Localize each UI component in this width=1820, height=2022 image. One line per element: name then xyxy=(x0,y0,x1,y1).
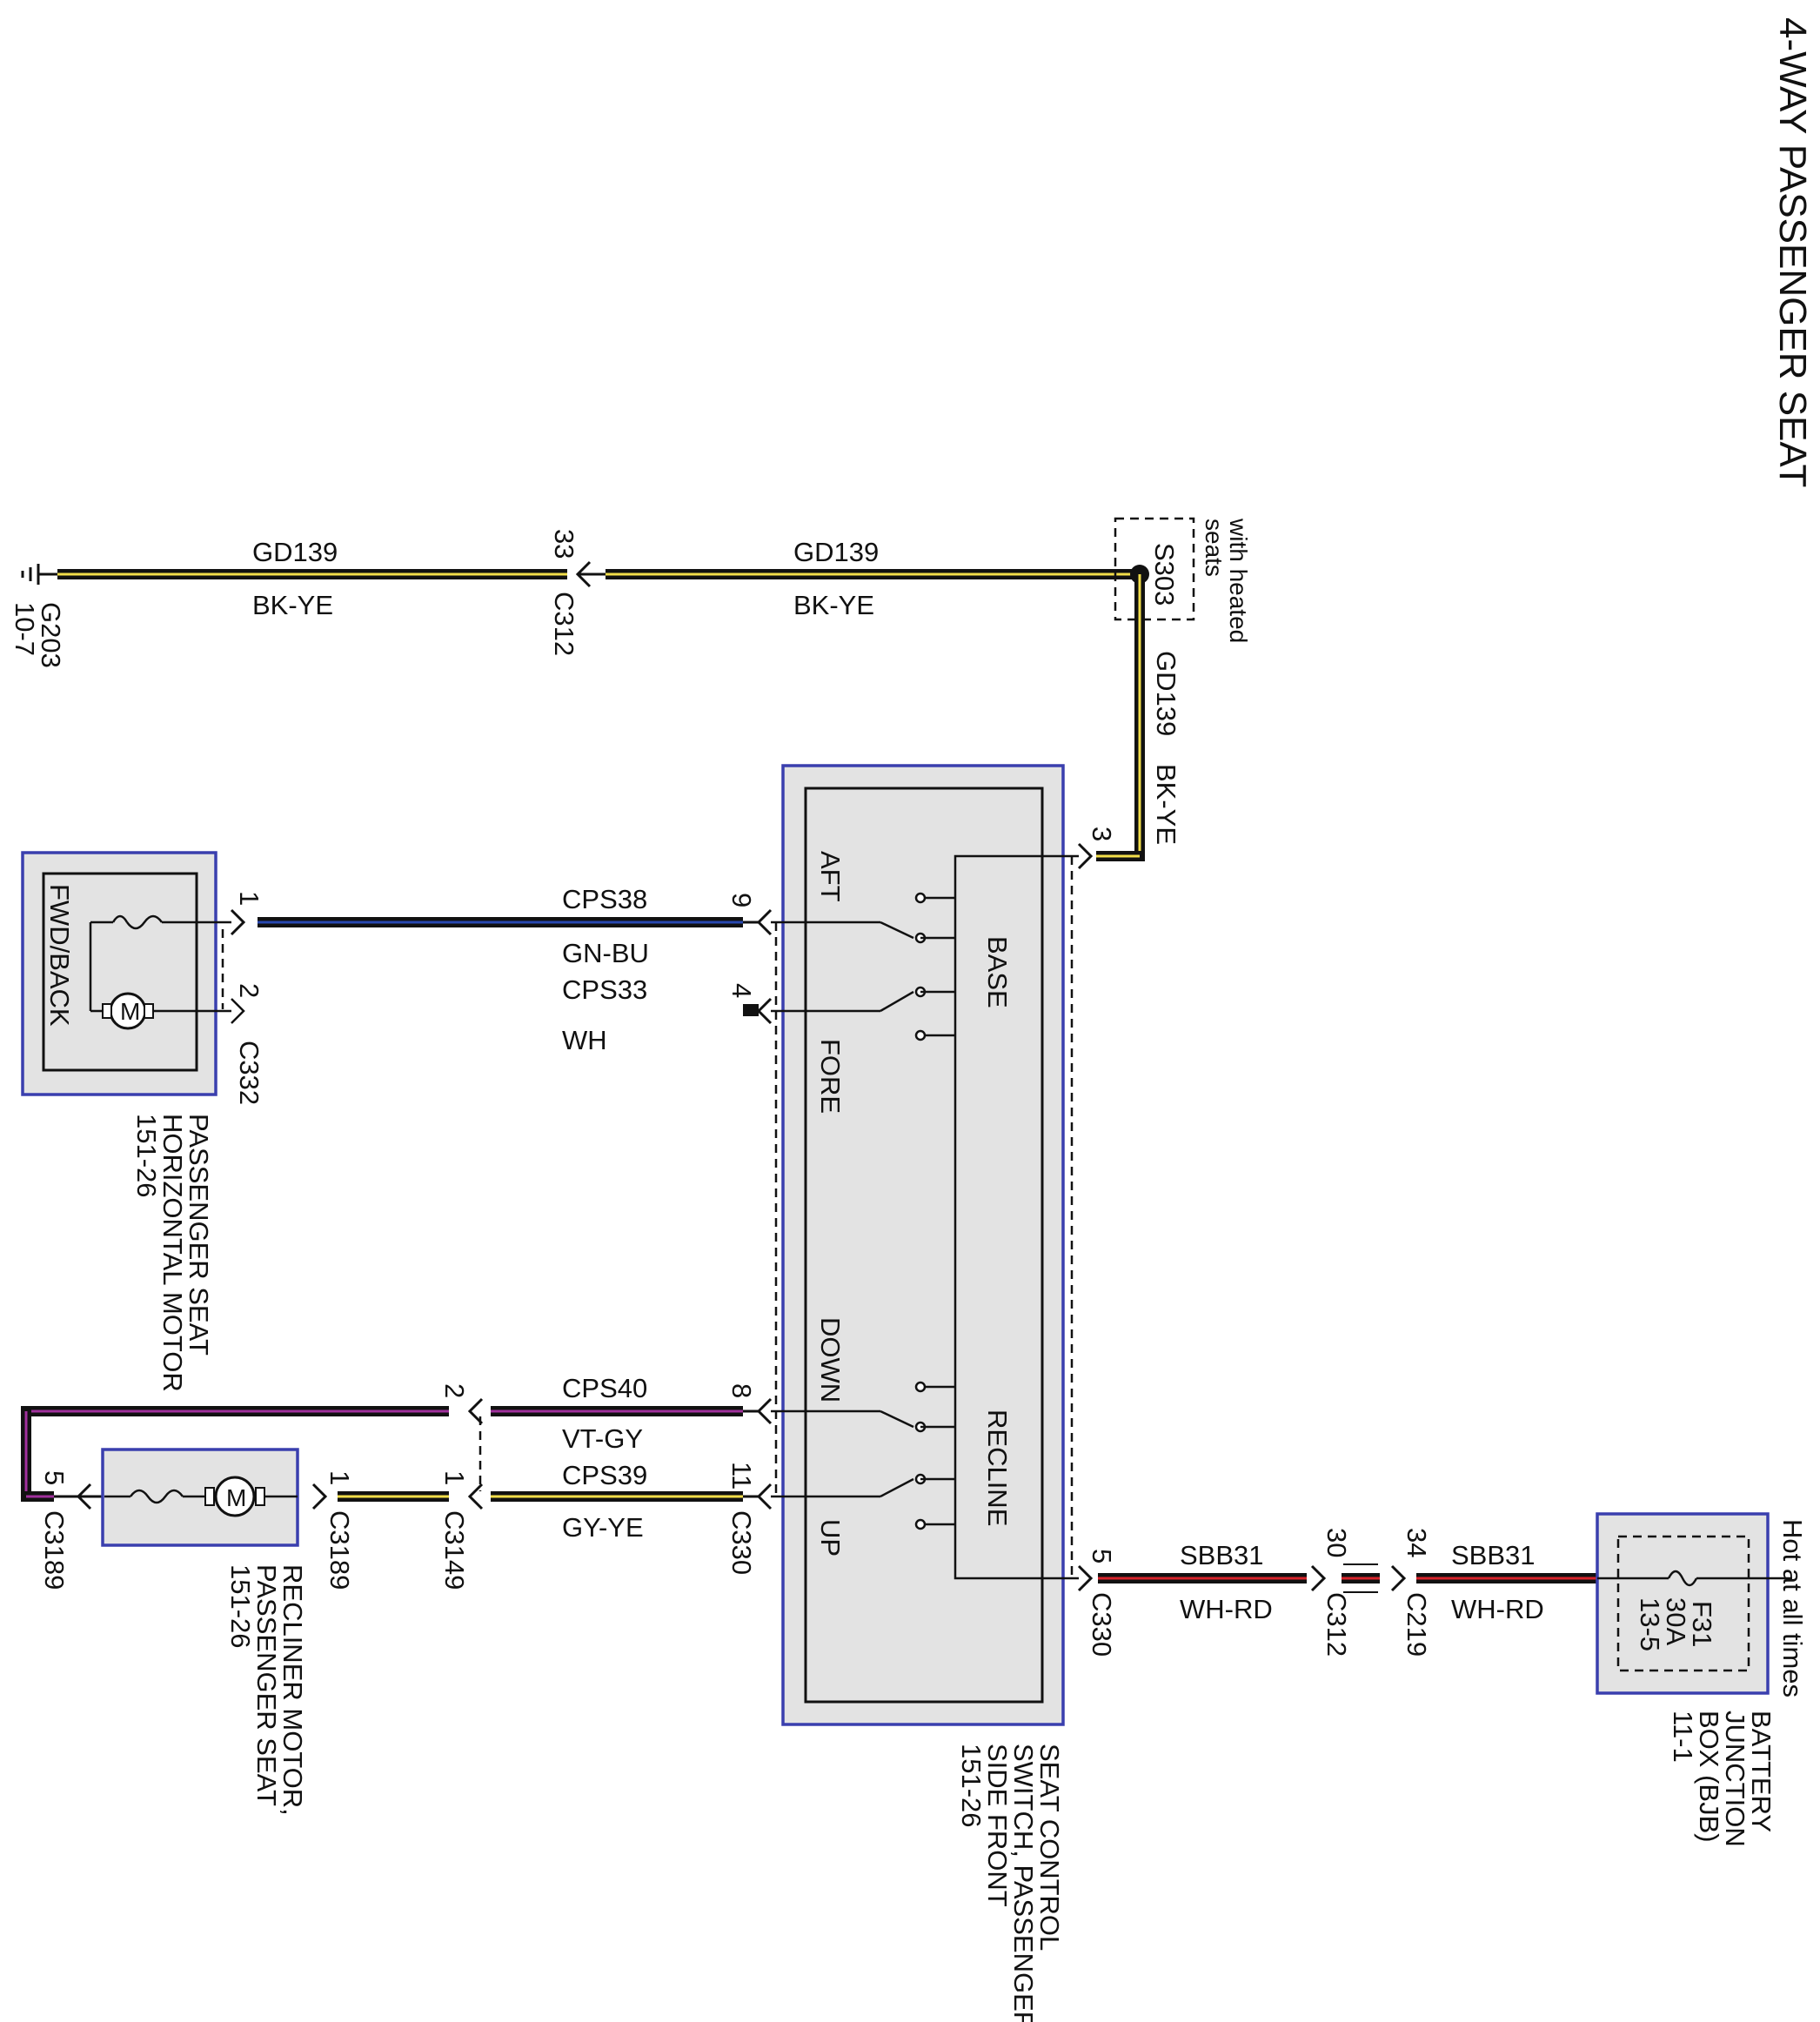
wire-gd139-vertical xyxy=(1077,574,1145,870)
splice-id: S303 xyxy=(1149,543,1180,606)
component-name: RECLINER MOTOR, xyxy=(278,1564,308,1816)
wire-cps33 xyxy=(743,997,773,1025)
switch-position-down: DOWN xyxy=(815,1317,846,1403)
motor-letter: M xyxy=(120,998,140,1025)
connector-id: C330 xyxy=(726,1510,757,1575)
component-name: 151-26 xyxy=(956,1744,987,1828)
connector-id: C219 xyxy=(1402,1592,1432,1657)
fuse-id: F31 xyxy=(1687,1601,1717,1647)
switch-section-recline: RECLINE xyxy=(982,1409,1013,1526)
connector-pin: 2 xyxy=(439,1383,470,1398)
connector-pin: 5 xyxy=(39,1470,70,1485)
horizontal-motor: M FWD/BACK xyxy=(21,851,245,1096)
switch-position-aft: AFT xyxy=(815,851,846,902)
wire-label-circuit: CPS39 xyxy=(562,1460,647,1490)
page-title: 4-WAY PASSENGER SEAT xyxy=(1771,17,1814,487)
wire-label-color: WH-RD xyxy=(1180,1594,1273,1624)
wire-cps40 xyxy=(21,1397,773,1510)
wire-label-circuit: GD139 xyxy=(252,537,338,567)
component-name: SEAT CONTROL xyxy=(1034,1744,1065,1951)
component-name: 151-26 xyxy=(225,1564,256,1649)
component-name: SWITCH, PASSENGER xyxy=(1008,1744,1039,2022)
wire-label-color: BK-YE xyxy=(793,590,874,620)
wire-label-circuit: CPS40 xyxy=(562,1373,647,1403)
wire-label-color: VT-GY xyxy=(562,1423,643,1454)
connector-id: C3189 xyxy=(325,1510,355,1590)
ground-id: G203 xyxy=(36,602,66,668)
component-name: 11-1 xyxy=(1668,1711,1698,1763)
component-name: SIDE FRONT xyxy=(982,1744,1013,1907)
motor-letter: M xyxy=(226,1484,246,1511)
wire-cps38 xyxy=(230,908,773,936)
connector-id: C3149 xyxy=(439,1510,470,1590)
box-header: Hot at all times xyxy=(1777,1519,1808,1697)
connector-id: C312 xyxy=(1322,1592,1352,1657)
component-name: BATTERY xyxy=(1746,1711,1777,1832)
splice-note: seats xyxy=(1201,519,1228,577)
connector-pin: 3 xyxy=(1087,827,1117,841)
fuse-ref: 13-5 xyxy=(1635,1597,1665,1651)
connector-pin: 5 xyxy=(1087,1549,1117,1563)
wire-label-circuit: CPS38 xyxy=(562,884,647,914)
switch-position-up: UP xyxy=(815,1519,846,1557)
component-name: HORIZONTAL MOTOR xyxy=(157,1114,188,1392)
connector-pin: 2 xyxy=(234,983,264,998)
recliner-motor: M xyxy=(101,1448,299,1547)
wire-label-circuit: SBB31 xyxy=(1451,1540,1536,1570)
connector-id: C3189 xyxy=(39,1510,70,1590)
connector-pin: 4 xyxy=(726,983,757,998)
wire-label-circuit: SBB31 xyxy=(1180,1540,1264,1570)
component-name: PASSENGER SEAT xyxy=(184,1114,214,1356)
wire-label-circuit: CPS33 xyxy=(562,974,647,1005)
switch-internal-wiring xyxy=(771,854,1079,1580)
wire-label-circuit: GD139 xyxy=(1151,651,1181,736)
wire-gd139-top xyxy=(57,560,1136,588)
component-name: 151-26 xyxy=(131,1114,162,1198)
motor-function-label: FWD/BACK xyxy=(44,884,75,1027)
connector-pin: 8 xyxy=(726,1383,757,1398)
wire-label-color: GY-YE xyxy=(562,1512,644,1543)
ground-g203: G203 10-7 xyxy=(10,564,66,668)
seat-control-switch xyxy=(781,764,1065,1726)
switch-section-base: BASE xyxy=(982,936,1013,1008)
connector-pin: 34 xyxy=(1402,1528,1432,1557)
connector-pin: 9 xyxy=(726,893,757,907)
connector-pin: 1 xyxy=(439,1470,470,1485)
wire-label-color: WH-RD xyxy=(1451,1594,1544,1624)
connector-pin: 1 xyxy=(325,1470,355,1485)
connector-id: C330 xyxy=(1087,1592,1117,1657)
wire-cps39 xyxy=(311,1483,773,1510)
wire-label-color: WH xyxy=(562,1025,607,1055)
wire-sbb31 xyxy=(1077,1563,1597,1593)
connector-id: C312 xyxy=(549,592,579,656)
splice-note: with heated xyxy=(1225,518,1252,643)
fuse-symbol xyxy=(1667,1570,1698,1587)
component-name: JUNCTION xyxy=(1720,1711,1750,1847)
component-name: PASSENGER SEAT xyxy=(251,1564,282,1806)
connector-pin: 1 xyxy=(234,891,264,906)
connector-id: C332 xyxy=(234,1041,264,1105)
ground-ref: 10-7 xyxy=(10,602,40,656)
wire-label-color: BK-YE xyxy=(1151,764,1181,845)
connector-pin: 33 xyxy=(549,529,579,559)
switch-position-fore: FORE xyxy=(815,1039,846,1114)
battery-junction-box xyxy=(1596,1512,1792,1695)
fuse-rating: 30A xyxy=(1661,1597,1691,1645)
wire-label-circuit: GD139 xyxy=(793,537,879,567)
connector-pin: 30 xyxy=(1322,1528,1352,1557)
wire-label-color: GN-BU xyxy=(562,938,649,968)
component-name: BOX (BJB) xyxy=(1694,1711,1724,1843)
connector-pin: 11 xyxy=(726,1462,757,1490)
motor-symbol xyxy=(214,1476,256,1517)
wire-label-color: BK-YE xyxy=(252,590,333,620)
